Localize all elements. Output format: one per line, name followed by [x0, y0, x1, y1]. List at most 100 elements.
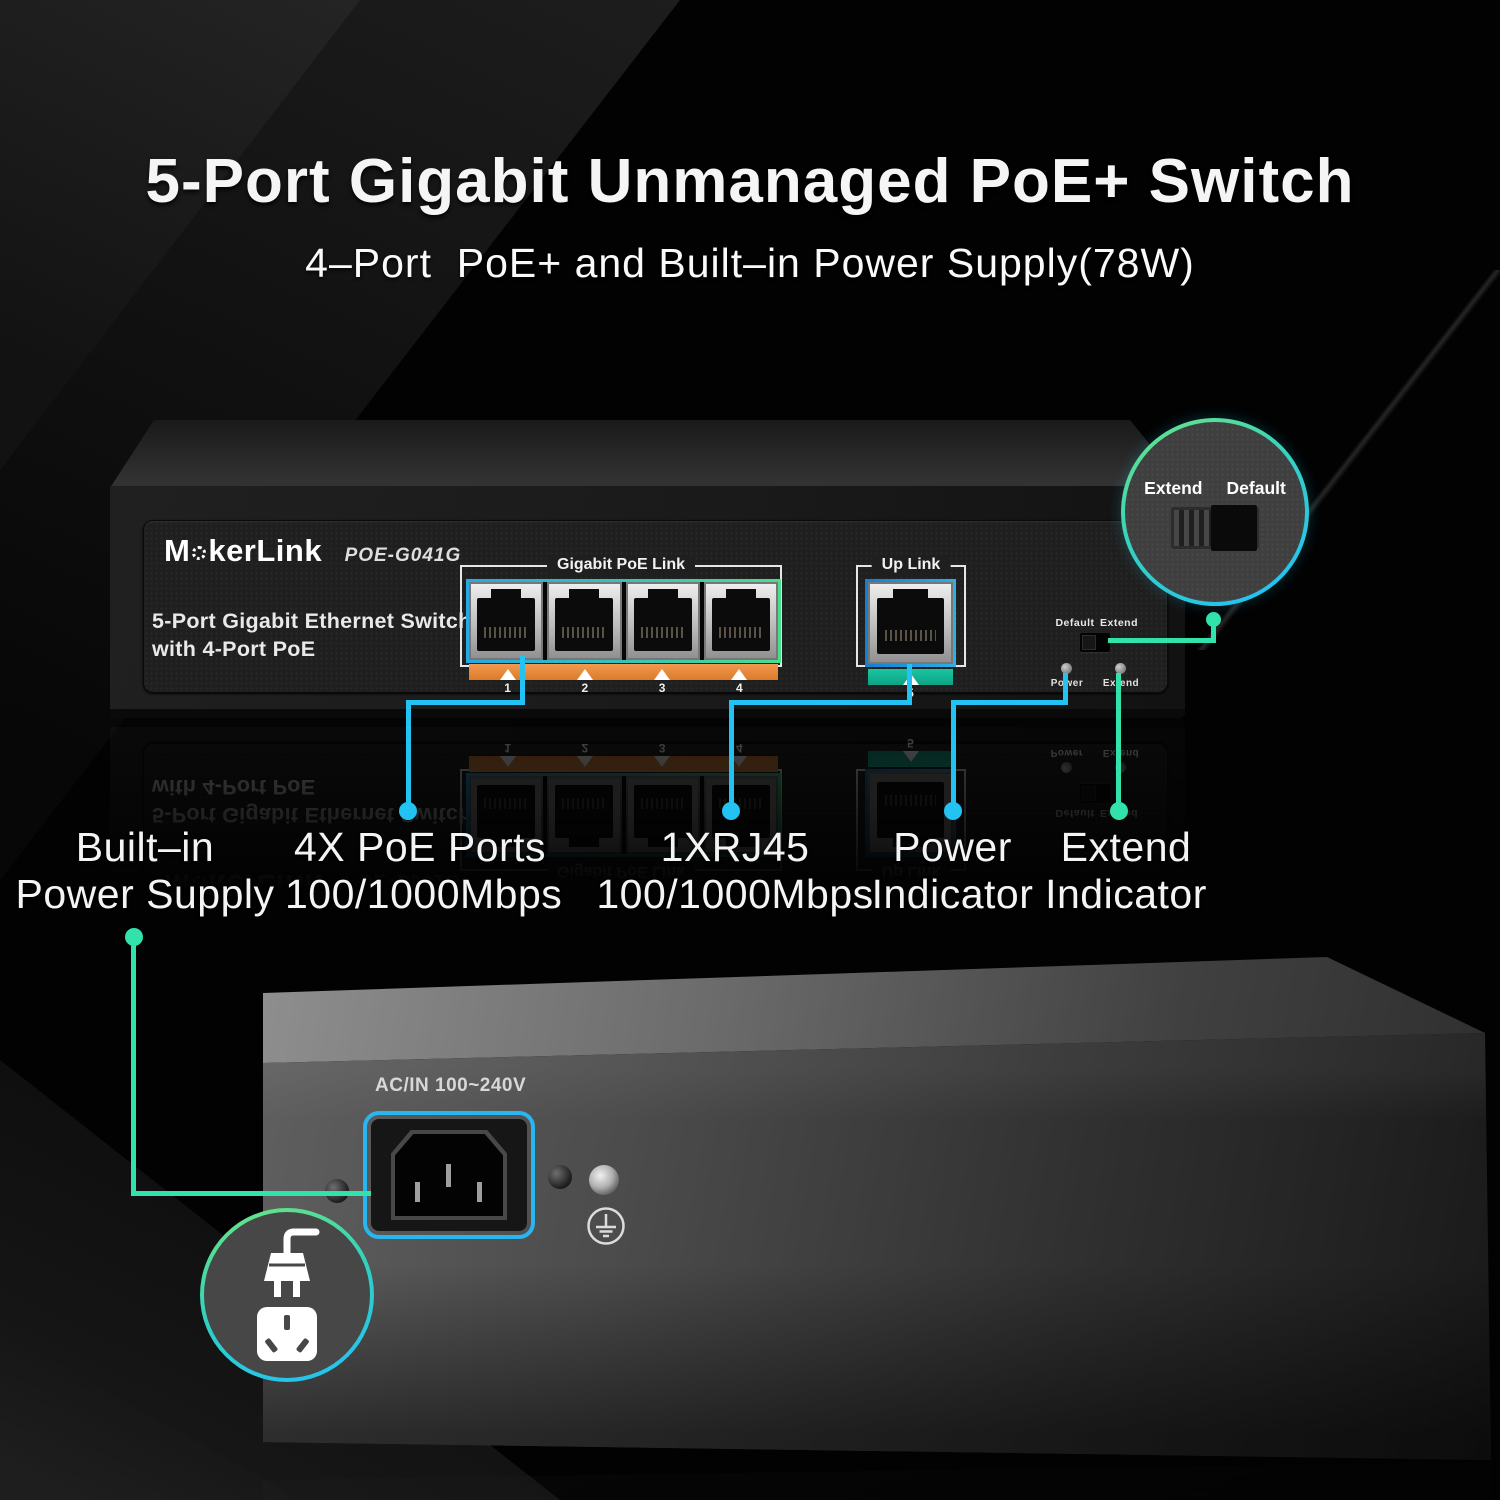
power-plug-icon: [257, 1228, 320, 1361]
port-number-4: 4: [736, 741, 743, 755]
ac-inlet-label: AC/IN 100~240V: [375, 1075, 527, 1096]
slide-switch-knob: [1082, 786, 1096, 801]
rj45-port-5: [868, 582, 953, 664]
rear-face: [263, 1033, 1491, 1460]
ac-power-inlet: [363, 1111, 535, 1239]
port-number-2: 2: [581, 681, 589, 695]
callout-label-poe: 4X PoE Ports 100/1000Mbps: [285, 824, 563, 918]
rj45-port-4: [703, 582, 778, 660]
triangle-up-icon: [654, 669, 671, 680]
dip-label-default: Default: [1055, 617, 1095, 629]
brand-o-icon: [192, 546, 207, 560]
callout-line-power: [951, 700, 956, 808]
extend-led: [1115, 663, 1126, 674]
callout-dot-extend: [1110, 802, 1128, 820]
extend-led-label: Extend: [1102, 678, 1140, 689]
rj45-jack-icon: [711, 588, 770, 651]
callout-poe-line1: 4X PoE Ports: [293, 824, 547, 870]
rj45-jack-icon: [555, 588, 614, 651]
device-description-line2: with 4-Port PoE: [152, 775, 316, 799]
page-subtitle: 4–Port PoE+ and Built–in Power Supply(78…: [305, 240, 1195, 286]
callout-line-extend: [1116, 673, 1121, 806]
switch-top-face: [110, 420, 1185, 488]
callout-line-uplink: [729, 700, 912, 705]
uplink-group-label: Up Link: [871, 556, 951, 574]
model-number: POE-G041G: [344, 545, 462, 566]
port-number-4: 4: [736, 681, 743, 695]
mode-slide-switch: [1080, 633, 1110, 652]
screw-icon: [548, 1165, 572, 1189]
callout-label-extend: Extend Indicator: [1012, 824, 1240, 918]
device-description-line1: 5-Port Gigabit Ethernet Switch: [152, 609, 472, 633]
brand-name-rest: kerLink: [208, 533, 323, 568]
page-title: 5-Port Gigabit Unmanaged PoE+ Switch: [145, 147, 1355, 216]
port-number-2: 2: [581, 741, 589, 755]
switch-detail-inset: Extend Default: [1121, 418, 1309, 606]
callout-line-psu: [131, 1191, 371, 1196]
callout-label-uplink: 1XRJ45 100/1000Mbps: [580, 824, 890, 918]
port-number-3: 3: [658, 681, 666, 695]
inlet-pin: [445, 1163, 451, 1187]
callout-line-poe: [520, 656, 525, 705]
poe-port-group: [466, 579, 781, 663]
inset-slide-switch: [1171, 505, 1259, 551]
power-plug-inset: [200, 1208, 374, 1382]
callout-line-power: [951, 700, 1068, 705]
triangle-up-icon: [654, 756, 671, 767]
callout-line-inset: [1108, 638, 1216, 643]
rj45-port-2: [547, 582, 622, 660]
callout-label-power: Power Indicator: [845, 824, 1060, 918]
uplink-port: [865, 579, 956, 667]
rj45-port-1: [469, 582, 544, 660]
poe-orange-strip: [469, 664, 778, 680]
callout-line-uplink: [729, 700, 734, 808]
rj45-jack-icon: [633, 588, 692, 651]
inlet-pin: [414, 1181, 420, 1202]
poe-group-bracket: Gigabit PoE Link: [460, 556, 782, 667]
port-number-1: 1: [504, 741, 511, 755]
triangle-up-icon: [731, 669, 748, 680]
callout-power-line1: Power: [893, 824, 1012, 870]
power-led: [1061, 762, 1072, 773]
slide-switch-ridges: [1174, 510, 1212, 546]
rj45-jack-icon: [477, 588, 536, 651]
callout-line-inset: [1211, 622, 1216, 643]
poe-group-label: Gigabit PoE Link: [546, 556, 696, 574]
uplink-group-bracket: Up Link: [856, 556, 966, 667]
port-number-1: 1: [504, 681, 511, 695]
uplink-port-number: 5: [907, 736, 914, 750]
triangle-up-icon: [499, 756, 516, 767]
callout-line-poe: [406, 700, 525, 705]
callout-dot-inset: [1206, 612, 1221, 627]
inset-label-default: Default: [1226, 478, 1286, 498]
rj45-jack-icon: [877, 589, 944, 655]
port-number-3: 3: [658, 741, 666, 755]
device-description-line2: with 4-Port PoE: [152, 637, 316, 661]
triangle-up-icon: [576, 756, 593, 767]
slide-switch-knob: [1211, 505, 1257, 551]
callout-psu-line1: Built–in: [75, 824, 215, 870]
callout-power-line2: Indicator: [871, 871, 1034, 917]
inlet-pin: [477, 1181, 483, 1202]
uplink-teal-strip: [868, 751, 953, 767]
poe-port-numbers: 1 2 3 4: [469, 681, 778, 695]
callout-poe-line2: 100/1000Mbps: [285, 871, 563, 917]
ground-screw-icon: [589, 1165, 619, 1195]
callout-line-psu: [131, 942, 136, 1196]
device-description: 5-Port Gigabit Ethernet Switch with 4-Po…: [152, 607, 472, 663]
slide-switch-knob: [1082, 635, 1096, 650]
callout-dot-poe: [399, 802, 417, 820]
callout-label-psu: Built–in Power Supply: [10, 824, 280, 918]
callout-uplink-line2: 100/1000Mbps: [596, 871, 874, 917]
ground-symbol-icon: [585, 1205, 627, 1252]
dip-label-extend: Extend: [1099, 617, 1138, 629]
poe-ports: [469, 582, 778, 660]
device-description: 5-Port Gigabit Ethernet Switch with 4-Po…: [152, 773, 472, 829]
power-led: [1061, 663, 1072, 674]
triangle-up-icon: [576, 669, 593, 680]
callout-extend-line2: Indicator: [1045, 871, 1207, 917]
inset-label-extend: Extend: [1144, 478, 1203, 498]
